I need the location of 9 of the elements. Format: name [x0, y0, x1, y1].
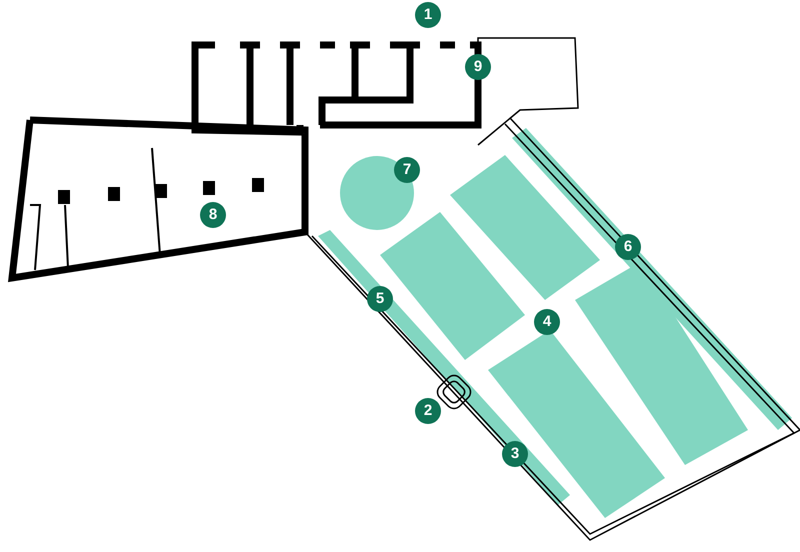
callout-number: 3	[502, 441, 528, 467]
callout-number: 6	[615, 234, 641, 260]
callout-number: 8	[200, 202, 226, 228]
callout-number: 2	[415, 398, 441, 424]
callout-number: 4	[534, 309, 560, 335]
callout-number: 5	[367, 286, 393, 312]
callout-number: 9	[465, 54, 491, 80]
callout-number: 7	[394, 157, 420, 183]
callout-number: 1	[415, 2, 441, 28]
